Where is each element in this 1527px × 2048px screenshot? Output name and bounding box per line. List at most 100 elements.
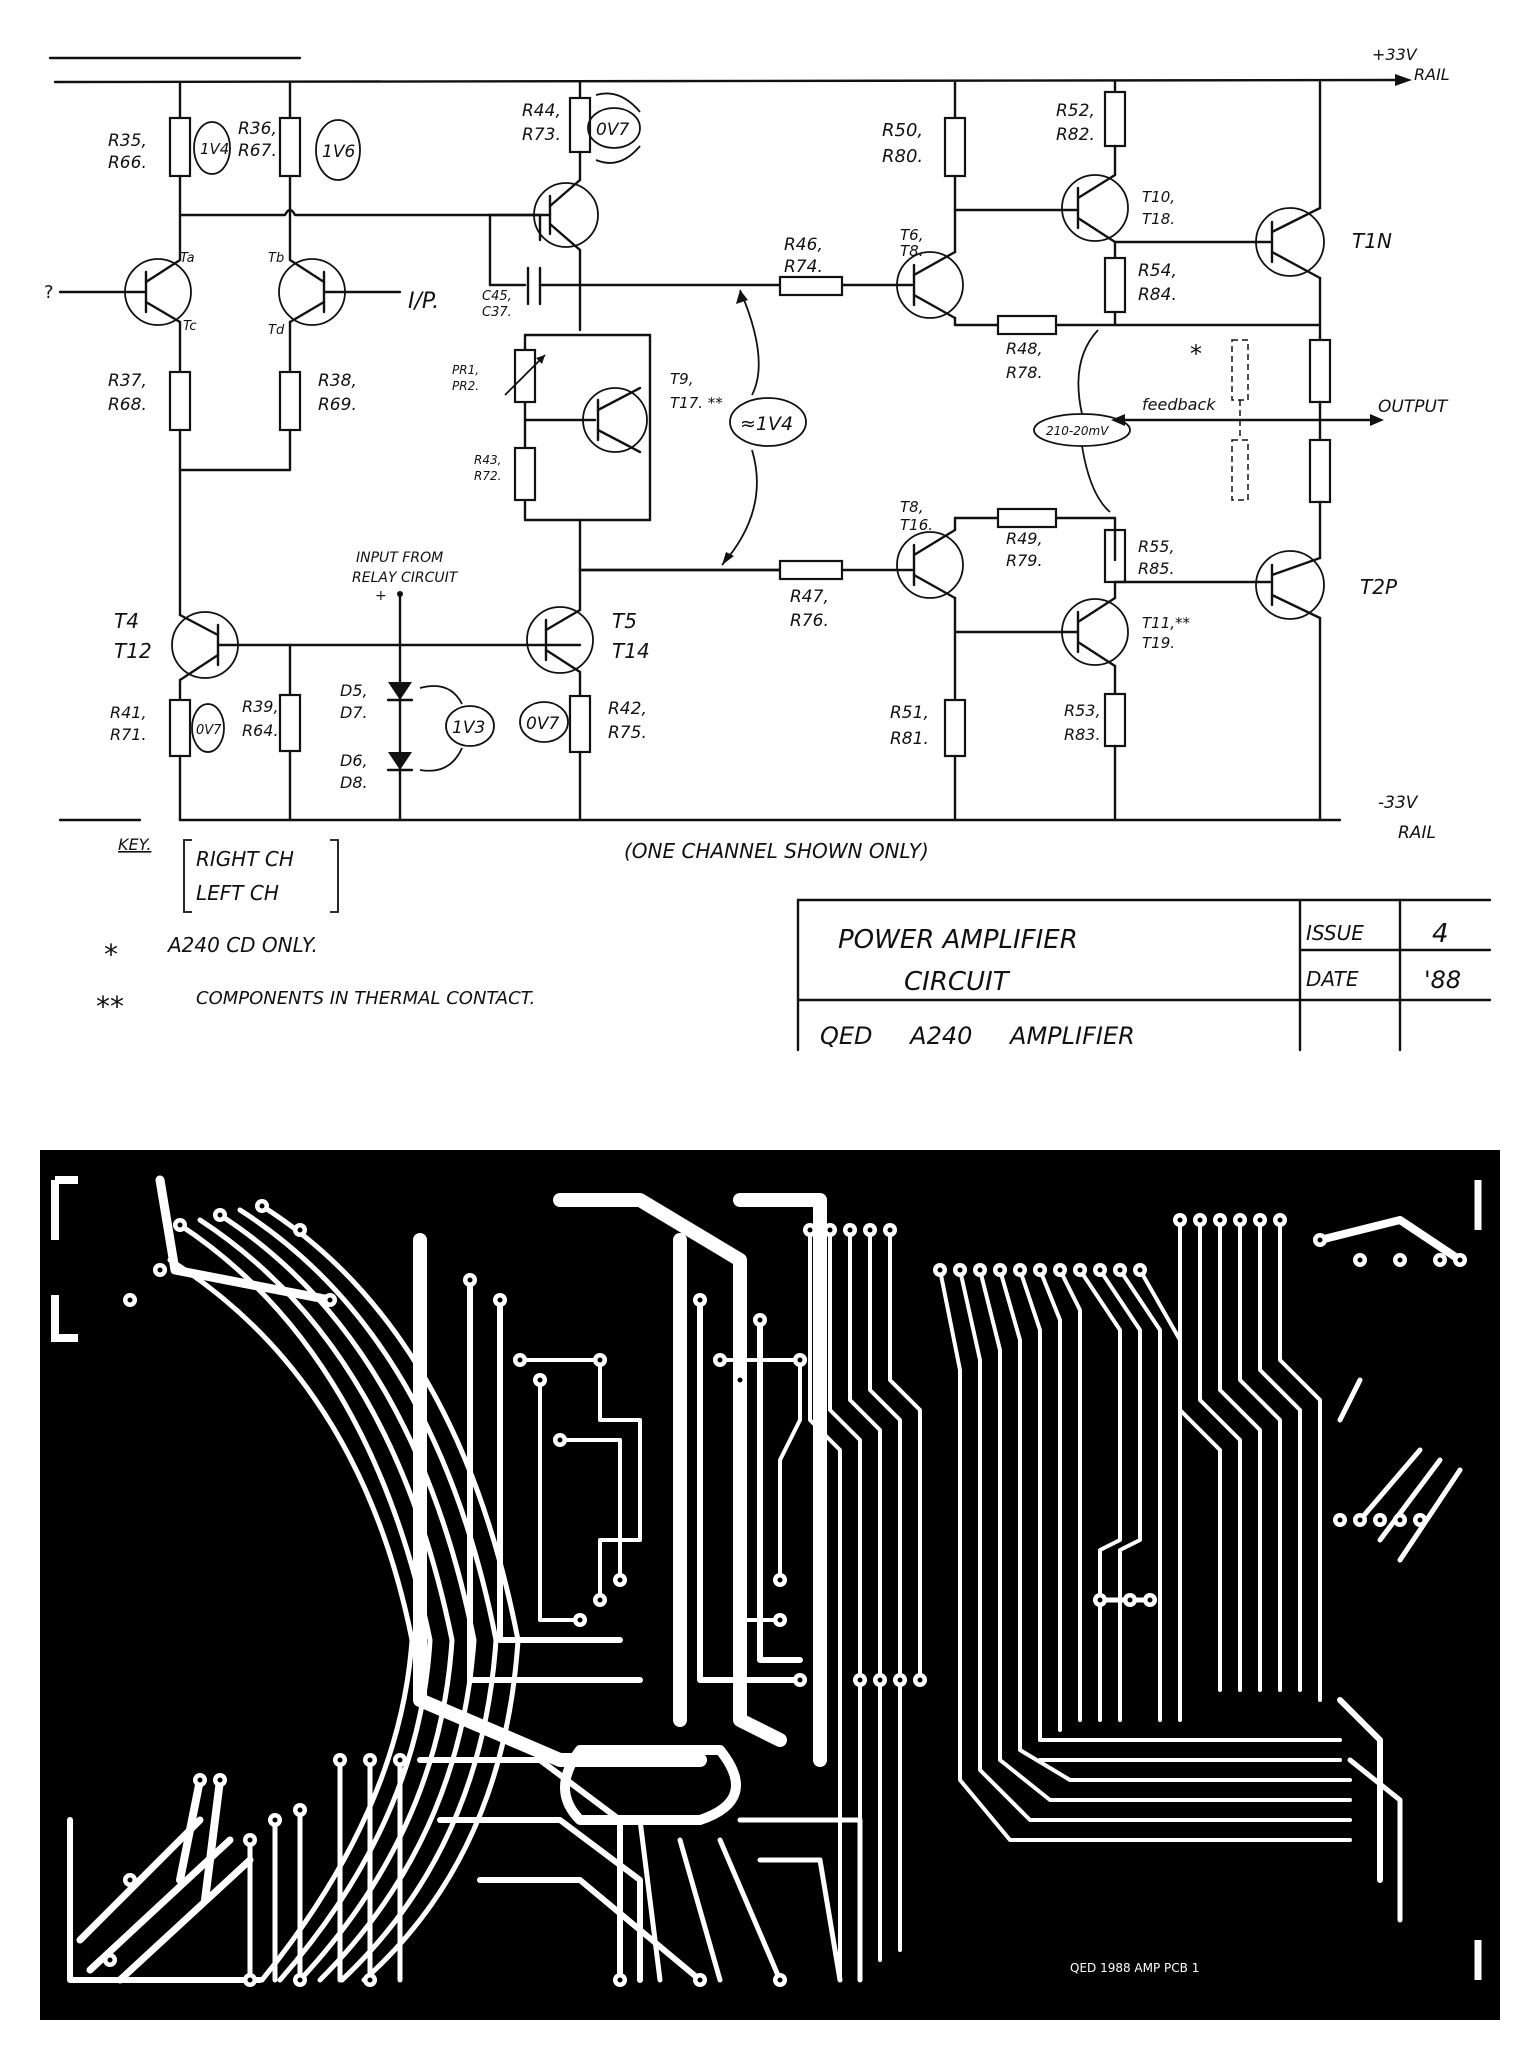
key-double-star: **: [96, 990, 124, 1023]
pcb-pad-hole: [717, 1357, 723, 1363]
r50-label: R50,: [882, 120, 923, 141]
pcb-pad-hole: [777, 1977, 783, 1983]
transistor-ta: Ta: [180, 251, 195, 266]
pcb-pad-hole: [737, 1377, 743, 1383]
r67-label: R67.: [238, 141, 277, 161]
relay-input-line1: INPUT FROM: [356, 550, 443, 566]
t12-label: T12: [114, 639, 152, 663]
pcb-pad-hole: [887, 1227, 893, 1233]
product-name: QED A240 AMPLIFIER: [820, 1022, 1135, 1050]
voltage-1v6: 1V6: [322, 142, 355, 162]
c45-label: C45,: [482, 289, 512, 304]
pcb-pad-hole: [757, 1317, 763, 1323]
pcb-pad-hole: [1337, 1517, 1343, 1523]
pcb-pad-hole: [1097, 1267, 1103, 1273]
pcb-pad-hole: [177, 1222, 183, 1228]
pcb-pad-hole: [1277, 1217, 1283, 1223]
vas-stage: R44, R73. 0V7 C45, C37. PR1, PR2. R43,: [452, 80, 807, 572]
d8-label: D8.: [340, 773, 368, 792]
pcb-pad-hole: [467, 1277, 473, 1283]
pcb-pad-hole: [847, 1227, 853, 1233]
r83-label: R83.: [1064, 725, 1101, 744]
pcb-pad-hole: [1257, 1217, 1263, 1223]
pcb-pad-hole: [697, 1977, 703, 1983]
pcb-pad-hole: [107, 1957, 113, 1963]
pcb-pad-hole: [127, 1297, 133, 1303]
r69-label: R69.: [318, 395, 357, 415]
r85-label: R85.: [1138, 559, 1175, 578]
pcb-pad-hole: [857, 1677, 863, 1683]
title-line1: POWER AMPLIFIER: [838, 925, 1078, 955]
pcb-marking: QED 1988 AMP PCB 1: [1070, 1961, 1199, 1975]
pcb-pad-hole: [1147, 1597, 1153, 1603]
voltage-1v3: 1V3: [452, 718, 485, 738]
r76-label: R76.: [790, 611, 829, 631]
pcb-pad-hole: [1217, 1217, 1223, 1223]
pcb-pad-hole: [807, 1227, 813, 1233]
pcb-pad-hole: [977, 1267, 983, 1273]
pcb-pad-hole: [877, 1677, 883, 1683]
voltage-approx-1v4: ≈1V4: [740, 413, 793, 435]
schematic-diagram: +33V RAIL -33V RAIL R35, R66. R36, R67. …: [44, 45, 1492, 1052]
pcb-pad-hole: [1397, 1257, 1403, 1263]
pcb-pad-hole: [867, 1227, 873, 1233]
r81-label: R81.: [890, 729, 929, 749]
t19-label: T19.: [1142, 634, 1175, 652]
pcb-pad-hole: [157, 1267, 163, 1273]
r46-label: R46,: [784, 235, 823, 255]
r36-label: R36,: [238, 119, 277, 139]
pcb-pad-hole: [597, 1357, 603, 1363]
r37-label: R37,: [108, 371, 147, 391]
pcb-pad-hole: [1037, 1267, 1043, 1273]
r82-label: R82.: [1056, 125, 1095, 145]
pcb-pad-hole: [937, 1267, 943, 1273]
t5-label: T5: [612, 609, 637, 633]
pcb-pad-hole: [1137, 1267, 1143, 1273]
pcb-pad-hole: [367, 1757, 373, 1763]
pcb-pad-hole: [337, 1757, 343, 1763]
c37-label: C37.: [482, 305, 512, 320]
pcb-pad-hole: [497, 1297, 503, 1303]
key-star-text: A240 CD ONLY.: [166, 933, 318, 957]
pcb-pad-hole: [1077, 1267, 1083, 1273]
pcb-pad-hole: [297, 1807, 303, 1813]
pcb-pad-hole: [1127, 1597, 1133, 1603]
pcb-pad-hole: [1457, 1257, 1463, 1263]
registration-marks: [51, 1176, 1482, 1980]
d5-label: D5,: [340, 681, 368, 700]
r66-label: R66.: [108, 153, 147, 173]
pcb-pad-hole: [1437, 1257, 1443, 1263]
pcb-pad-hole: [1237, 1217, 1243, 1223]
pcb-pad-hole: [697, 1297, 703, 1303]
output-stage: R46, R74. T6, T8. R50, R80. R48, R78. R5…: [578, 80, 1449, 822]
t2p-label: T2P: [1360, 575, 1398, 599]
output-label: OUTPUT: [1378, 397, 1449, 417]
pcb-pad-hole: [327, 1297, 333, 1303]
r55-label: R55,: [1138, 537, 1175, 556]
pr2-label: PR2.: [452, 379, 479, 393]
key-label: KEY.: [118, 835, 151, 854]
optional-star: *: [1190, 340, 1202, 368]
t17-label: T17. **: [670, 394, 723, 412]
pcb-pad-hole: [1417, 1517, 1423, 1523]
channel-note: (ONE CHANNEL SHOWN ONLY): [624, 839, 929, 863]
r73-label: R73.: [522, 125, 561, 145]
current-source-stage: T4 T12 R41, R71. 0V7 R39, R64. INPUT FRO…: [110, 550, 650, 822]
pcb-pad-hole: [127, 1877, 133, 1883]
r38-label: R38,: [318, 371, 357, 391]
key-left-ch: LEFT CH: [196, 881, 279, 905]
voltage-1v4: 1V4: [200, 140, 229, 158]
feedback-label: feedback: [1142, 395, 1216, 414]
pcb-pad-hole: [297, 1977, 303, 1983]
pcb-pad-hole: [367, 1977, 373, 1983]
rail-neg-suffix: RAIL: [1398, 823, 1436, 843]
t6-label: T6,: [900, 226, 923, 244]
r84-label: R84.: [1138, 285, 1177, 305]
t8-label: T8,: [900, 498, 923, 516]
pcb-pad-hole: [577, 1617, 583, 1623]
pcb-pad-hole: [537, 1377, 543, 1383]
r53-label: R53,: [1064, 701, 1101, 720]
input-stage: R35, R66. R36, R67. 1V4 1V6 Ta Tc ? Tb T…: [44, 80, 542, 617]
voltage-0v7-left: 0V7: [196, 723, 222, 738]
d6-label: D6,: [340, 751, 368, 770]
